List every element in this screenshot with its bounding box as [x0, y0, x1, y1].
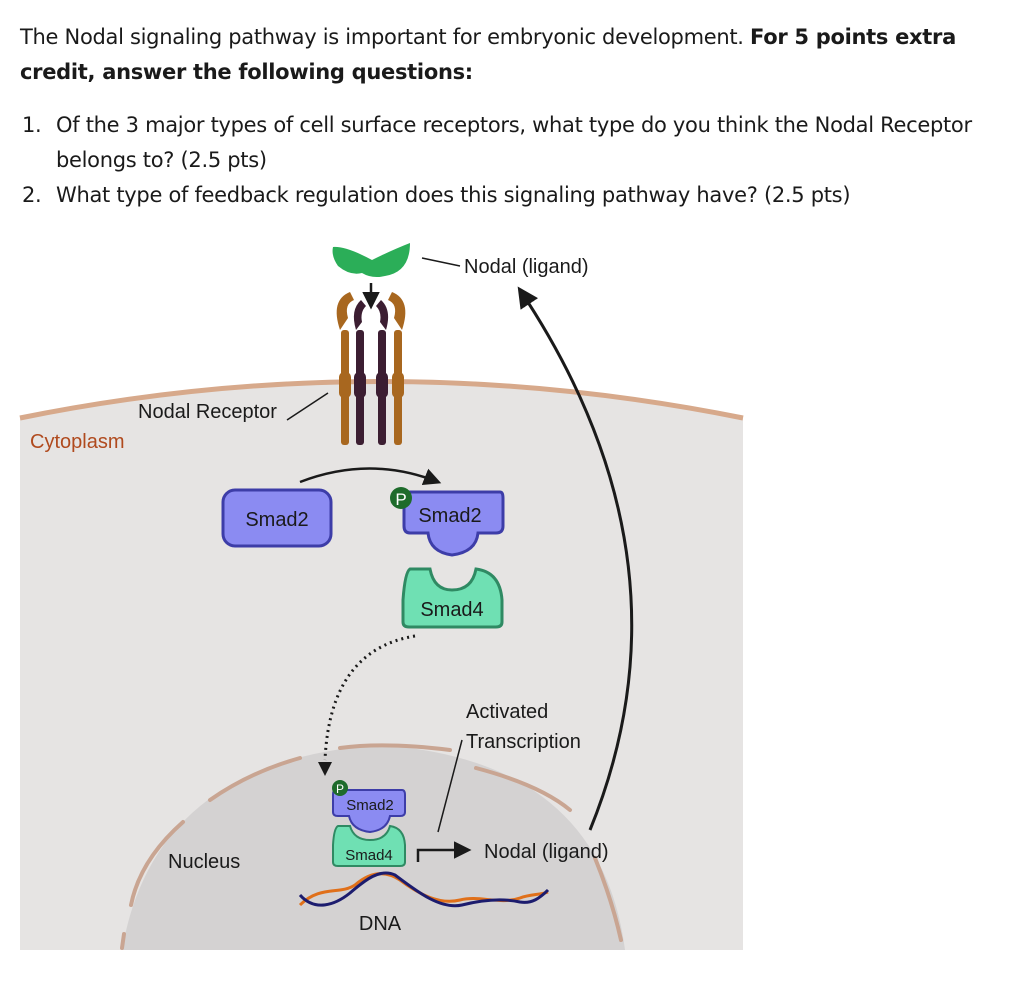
- nuclear-smad4: [332, 824, 406, 867]
- cytoplasm-label: Cytoplasm: [30, 431, 124, 453]
- activated-transcription-leader: [437, 739, 463, 833]
- feedback-arrow: [517, 286, 634, 831]
- question-text: What type of feedback regulation does th…: [56, 183, 851, 207]
- smad4-label: Smad4: [420, 599, 483, 621]
- dna-label: DNA: [359, 913, 402, 935]
- nodal-receptor: [336, 292, 406, 445]
- question-number: 1.: [22, 113, 42, 137]
- question-item: 2. What type of feedback regulation does…: [20, 178, 1010, 213]
- smad2-active-label: Smad2: [418, 505, 481, 527]
- nucleus-label: Nucleus: [168, 851, 240, 873]
- question-text: Of the 3 major types of cell surface rec…: [56, 113, 972, 172]
- intro-bold-text: For 5 points extra credit, answer the fo…: [20, 25, 956, 84]
- nodal-ligand-label: Nodal (ligand): [464, 256, 589, 278]
- transcription-label: Transcription: [466, 731, 581, 753]
- smad4-shape: [401, 567, 504, 629]
- smad2-inactive-label: Smad2: [245, 509, 308, 531]
- nodal-ligand-shape: [332, 243, 410, 277]
- nodal-receptor-label: Nodal Receptor: [138, 401, 277, 423]
- question-list: 1. Of the 3 major types of cell surface …: [20, 108, 1010, 213]
- nuclear-import-arrow: [323, 634, 416, 761]
- intro-text: The Nodal signaling pathway is important…: [20, 25, 751, 49]
- nuclear-smad4-label: Smad4: [345, 847, 393, 864]
- receptor-label-leader: [286, 392, 329, 421]
- phosphorylation-arrow: [299, 467, 442, 485]
- gene-expression-arrow: [416, 841, 472, 862]
- smad2-inactive: [221, 488, 333, 548]
- nuclear-smad2-label: Smad2: [346, 797, 394, 814]
- nodal-gene-label: Nodal (ligand): [484, 841, 609, 863]
- intro-paragraph: The Nodal signaling pathway is important…: [20, 20, 1015, 90]
- question-item: 1. Of the 3 major types of cell surface …: [20, 108, 1010, 178]
- nuclear-smad2: [332, 789, 406, 834]
- question-number: 2.: [22, 183, 42, 207]
- ligand-label-leader: [421, 257, 461, 267]
- activated-label: Activated: [466, 701, 548, 723]
- nuclear-phospho-badge: [332, 780, 348, 796]
- nodal-pathway-diagram: Nodal (ligand) Nodal Receptor Cytoplasm …: [19, 243, 744, 950]
- phospho-badge-label: P: [395, 490, 406, 509]
- phospho-badge: [390, 487, 412, 509]
- nuclear-envelope: [120, 743, 623, 950]
- nuclear-import-arrowhead: [318, 762, 332, 776]
- smad2-active: [402, 490, 505, 557]
- dna-helix: [298, 871, 550, 908]
- nuclear-phospho-label: P: [336, 782, 344, 796]
